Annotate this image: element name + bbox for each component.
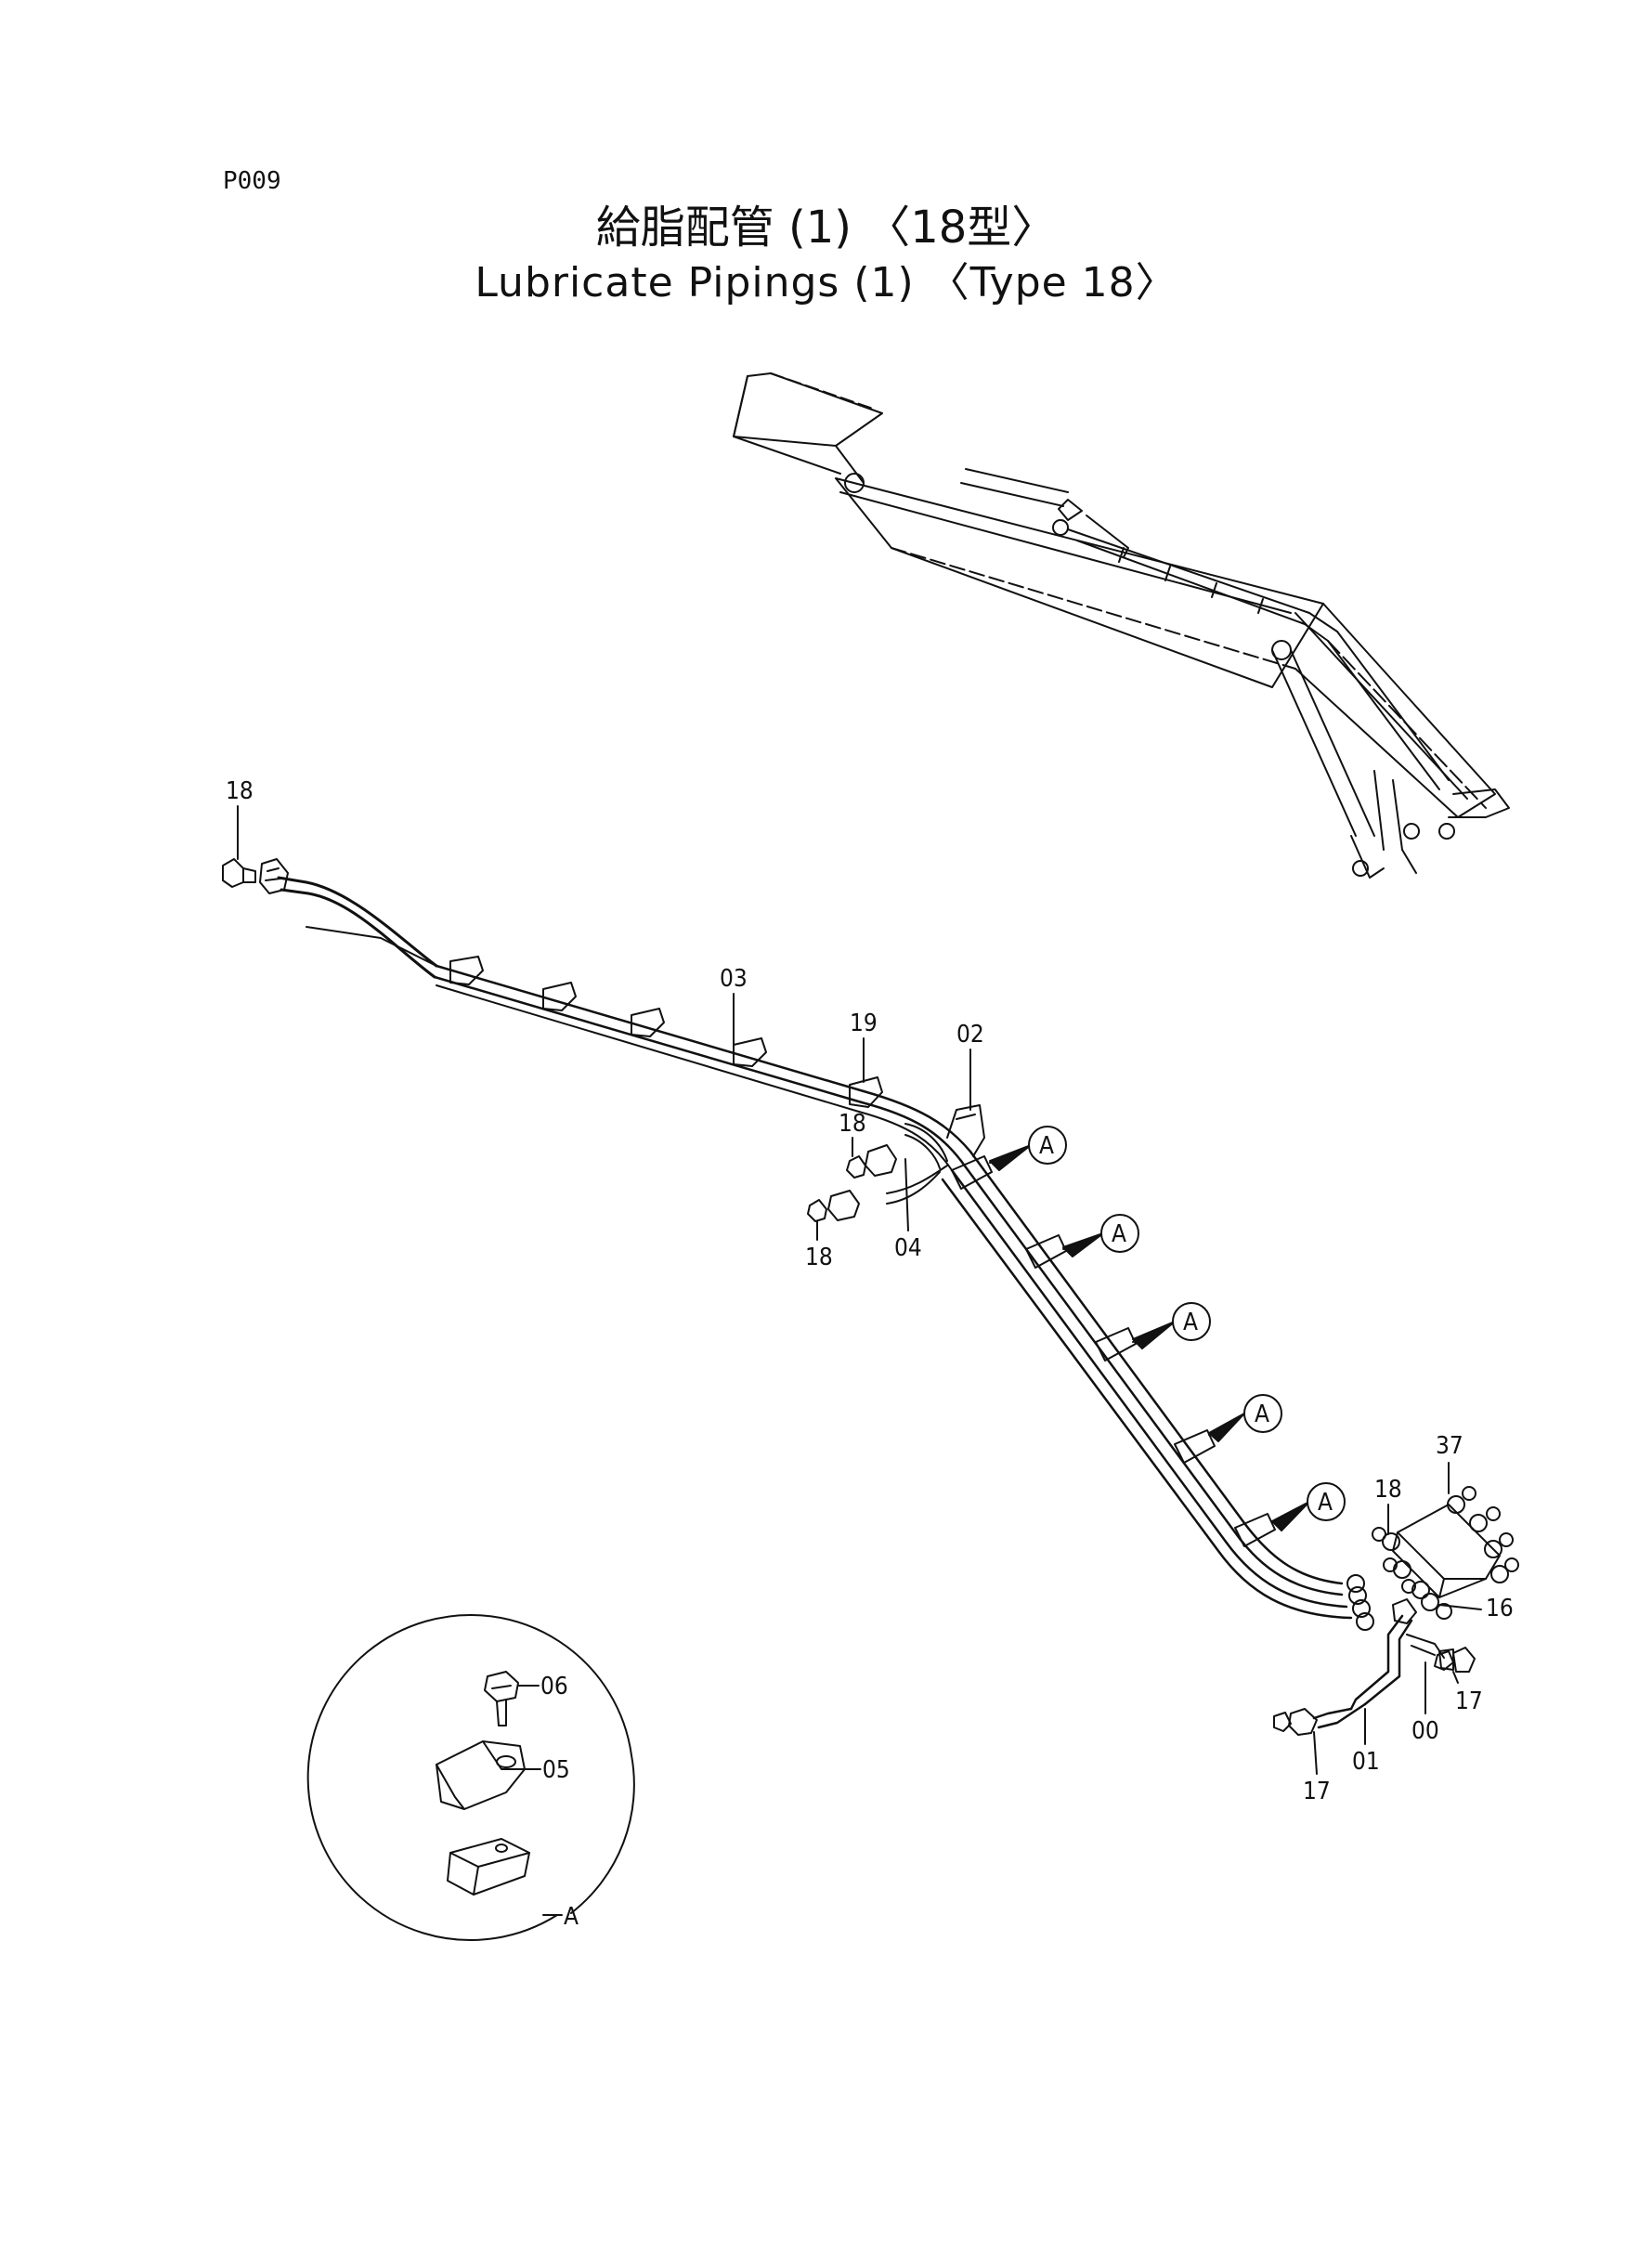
part-label-17: 17 xyxy=(1303,1778,1331,1805)
title-japanese: 給脂配管 (1) 〈18型〉 xyxy=(595,202,1057,254)
callout-a-letter: A xyxy=(1318,1489,1333,1517)
main-pipe-assembly xyxy=(277,876,1353,1620)
part-label-06: 06 xyxy=(540,1673,568,1700)
fitting-18-branch xyxy=(807,1144,897,1222)
part-label-19: 19 xyxy=(850,1010,878,1037)
detail-a-label: A xyxy=(564,1903,579,1931)
part-label-18: 18 xyxy=(805,1244,833,1271)
part-label-37: 37 xyxy=(1436,1432,1463,1460)
fitting-18-upper xyxy=(222,858,289,894)
part-label-05: 05 xyxy=(542,1756,570,1784)
part-label-18: 18 xyxy=(226,777,254,805)
callout-a-circle xyxy=(1172,1302,1211,1341)
part-label-16: 16 xyxy=(1486,1595,1514,1622)
part-label-04: 04 xyxy=(894,1234,922,1262)
leader-lines xyxy=(237,805,1482,1775)
callout-a-letter: A xyxy=(1112,1220,1126,1248)
callout-a-letter: A xyxy=(1183,1309,1198,1336)
boom-arm-overview xyxy=(733,372,1510,879)
callout-a-letter: A xyxy=(1039,1132,1054,1160)
callout-a-circle xyxy=(1243,1394,1282,1433)
part-labels: 18 03 19 02 18 18 04 37 18 16 17 00 01 1… xyxy=(226,777,1514,1931)
callout-a-circle xyxy=(1100,1214,1139,1253)
callout-a-markers: A A A A A xyxy=(989,1126,1346,1531)
callout-a-letter: A xyxy=(1255,1401,1269,1428)
detail-a xyxy=(306,1613,635,1941)
part-label-00: 00 xyxy=(1411,1717,1439,1745)
lower-pipes xyxy=(1273,1598,1476,1736)
part-label-01: 01 xyxy=(1352,1748,1380,1776)
page-code: P009 xyxy=(223,167,281,195)
part-label-03: 03 xyxy=(720,965,748,993)
part-label-02: 02 xyxy=(956,1021,984,1049)
title-english: Lubricate Pipings (1) 〈Type 18〉 xyxy=(475,259,1177,306)
callout-a-circle xyxy=(1028,1126,1067,1165)
part-label-17: 17 xyxy=(1455,1687,1483,1715)
part-label-18: 18 xyxy=(1374,1476,1402,1504)
part-label-18: 18 xyxy=(839,1110,866,1138)
detail-a-circle xyxy=(306,1613,632,1941)
callout-a-circle xyxy=(1307,1482,1346,1521)
distribution-block xyxy=(1346,1486,1519,1631)
